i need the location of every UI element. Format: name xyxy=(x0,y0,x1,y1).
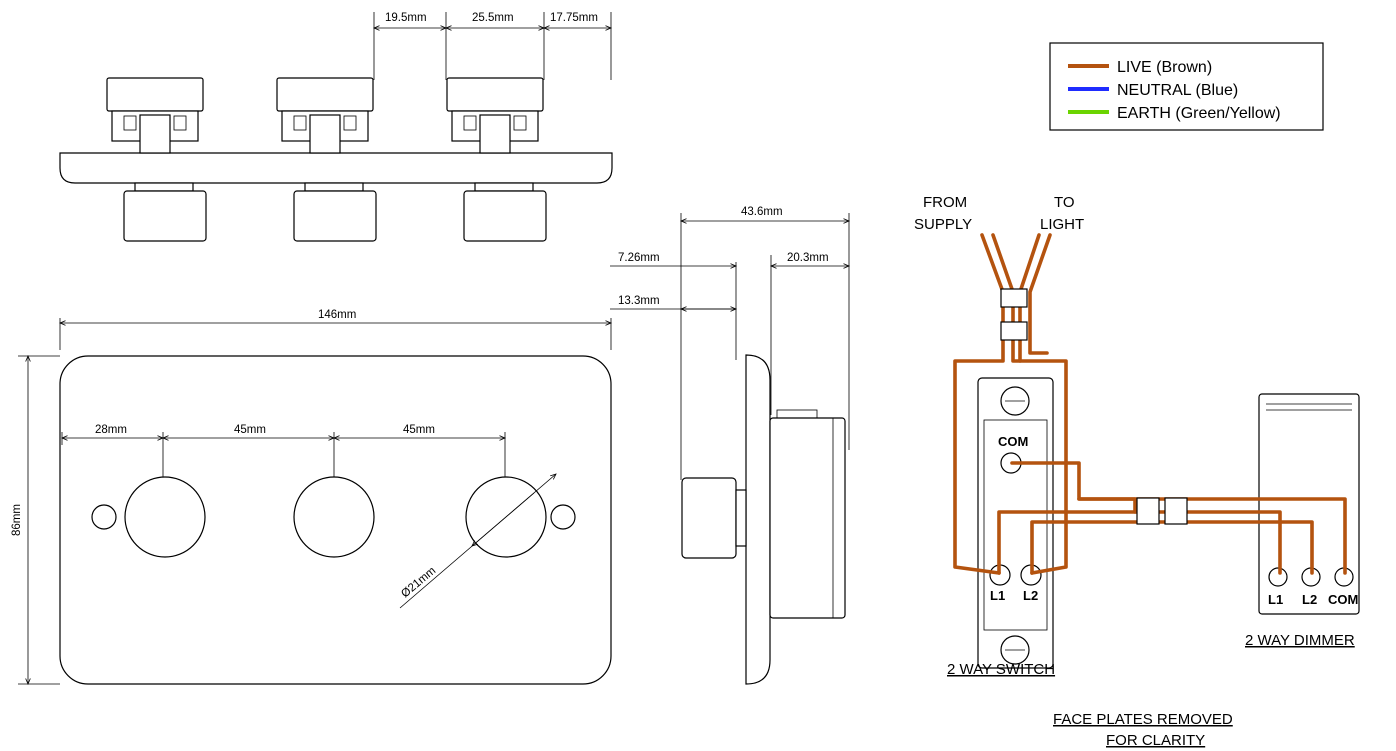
front-view: 146mm 86mm 28mm 45mm 45mm Ø21mm xyxy=(11,309,611,684)
wiring-diagram: FROM SUPPLY TO LIGHT COM L1 L2 L xyxy=(914,194,1360,749)
dimmer-l2-label: L2 xyxy=(1302,592,1317,607)
plate-top-edge xyxy=(59,152,613,184)
legend-earth-label: EARTH (Green/Yellow) xyxy=(1117,105,1281,122)
top-view: 19.5mm 25.5mm 17.75mm xyxy=(59,12,613,242)
two-way-dimmer: L1 L2 COM xyxy=(1258,393,1360,615)
dimmer-body-top-1 xyxy=(106,77,207,242)
switch-l1-label: L1 xyxy=(990,588,1005,603)
switch-com-label: COM xyxy=(998,434,1028,449)
note-line1: FACE PLATES REMOVED xyxy=(1053,711,1233,728)
dim-top-gap-3: 17.75mm xyxy=(550,12,598,24)
from-supply-line1: FROM xyxy=(923,194,967,211)
knob-1 xyxy=(124,476,206,558)
cable-break-mid-2 xyxy=(1164,497,1188,525)
legend-live-label: LIVE (Brown) xyxy=(1117,59,1212,76)
dim-side-b: 20.3mm xyxy=(787,252,829,264)
dimmer-l1-label: L1 xyxy=(1268,592,1283,607)
dimmer-l1-terminal xyxy=(1268,567,1288,587)
legend-neutral-label: NEUTRAL (Blue) xyxy=(1117,82,1238,99)
dim-top-gap-2: 25.5mm xyxy=(472,12,514,24)
dimmer-body-top-3 xyxy=(446,77,547,242)
dim-plate-width: 146mm xyxy=(318,309,356,321)
dim-side-total: 43.6mm xyxy=(741,206,783,218)
dim-side-c: 13.3mm xyxy=(618,295,660,307)
side-shaft xyxy=(735,489,747,547)
dim-knob-offset-2: 45mm xyxy=(234,424,266,436)
dim-knob-offset-1: 28mm xyxy=(95,424,127,436)
dim-plate-height: 86mm xyxy=(11,504,23,536)
cable-break-top-2 xyxy=(1000,321,1028,341)
dim-top-gap-1: 19.5mm xyxy=(385,12,427,24)
to-light-line1: TO xyxy=(1054,194,1075,211)
side-view: 43.6mm 7.26mm 20.3mm 13.3mm xyxy=(610,206,849,685)
knob-2 xyxy=(293,476,375,558)
dimmer-caption: 2 WAY DIMMER xyxy=(1245,632,1355,649)
note-line2: FOR CLARITY xyxy=(1106,732,1205,749)
from-supply-line2: SUPPLY xyxy=(914,216,972,233)
screw-hole-right xyxy=(550,504,576,530)
switch-caption: 2 WAY SWITCH xyxy=(947,661,1055,678)
switch-l2-label: L2 xyxy=(1023,588,1038,603)
side-plate xyxy=(745,354,771,685)
dim-knob-offset-3: 45mm xyxy=(403,424,435,436)
side-body xyxy=(769,417,846,619)
cable-break-mid xyxy=(1136,497,1160,525)
to-light-line2: LIGHT xyxy=(1040,216,1084,233)
screw-hole-left xyxy=(91,504,117,530)
side-knob xyxy=(681,477,737,559)
dimmer-body-top-2 xyxy=(276,77,377,242)
dim-side-a: 7.26mm xyxy=(618,252,660,264)
legend: LIVE (Brown) NEUTRAL (Blue) EARTH (Green… xyxy=(1049,42,1324,131)
dimmer-com-label: COM xyxy=(1328,592,1358,607)
cable-break-top xyxy=(1000,288,1028,308)
